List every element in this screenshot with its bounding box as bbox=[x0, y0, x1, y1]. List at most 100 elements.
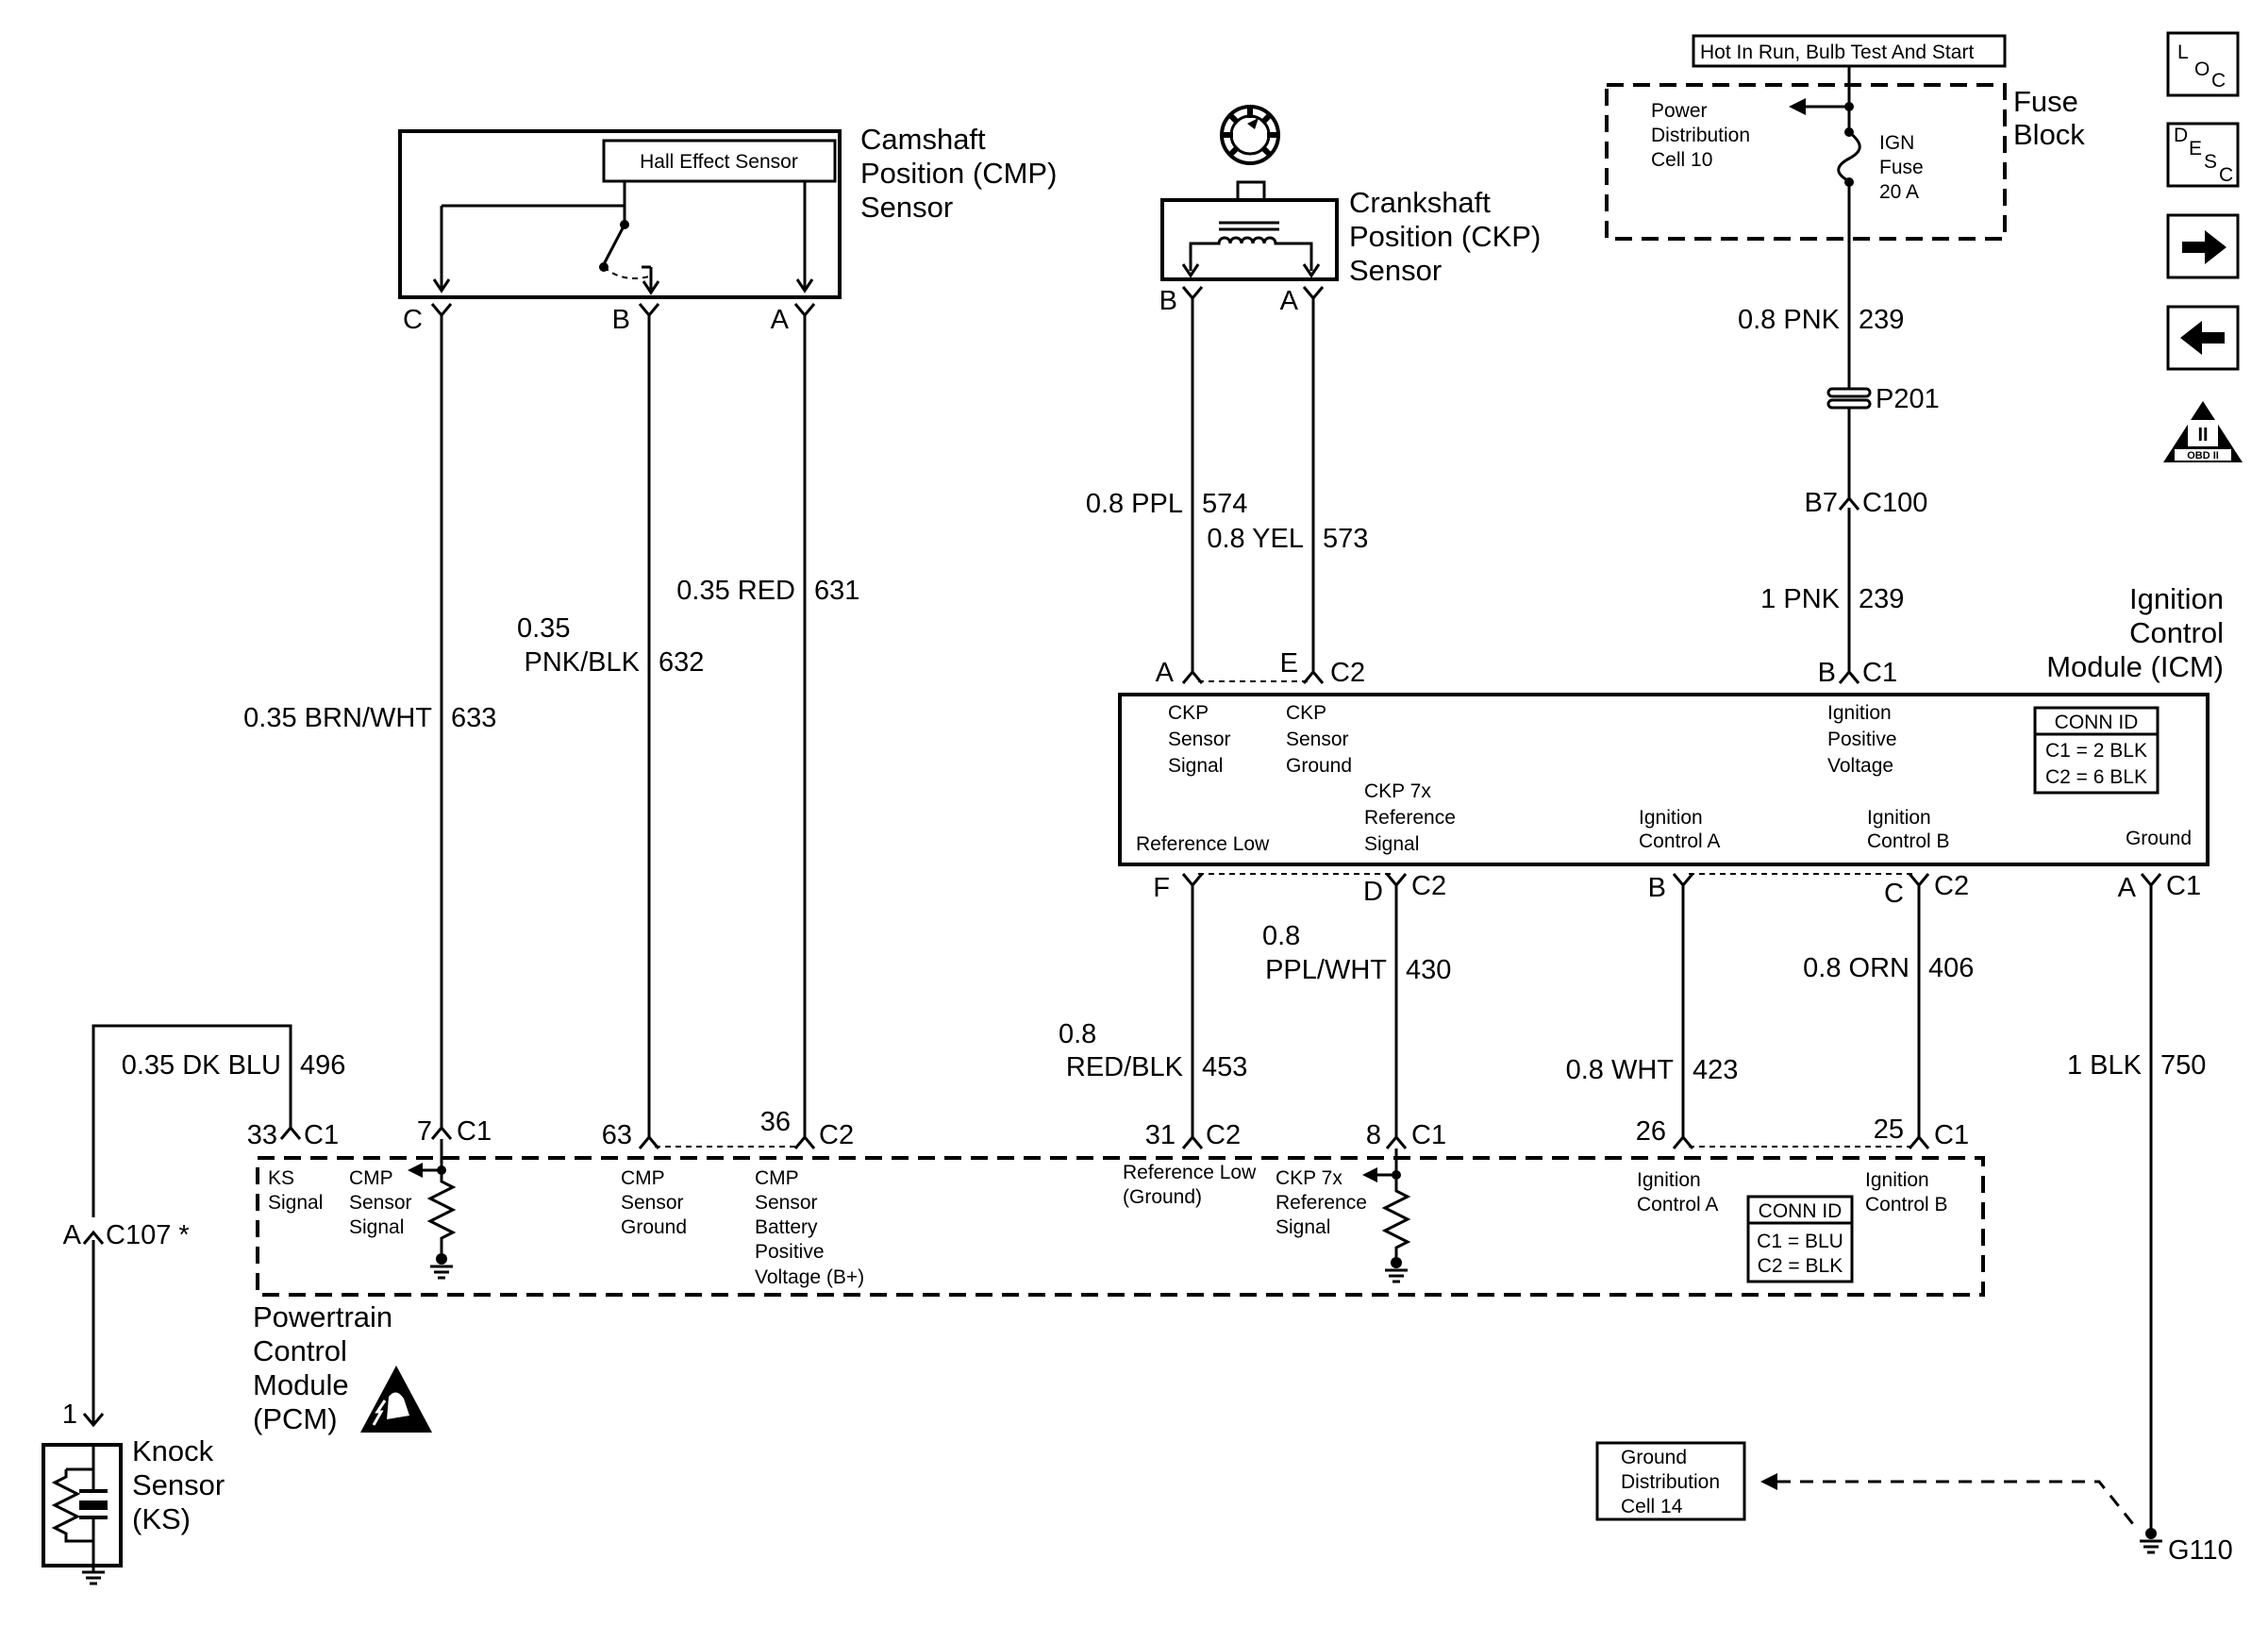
diagram-label: C107 * bbox=[106, 1220, 190, 1250]
diagram-label: Ground bbox=[2126, 828, 2192, 849]
reluctor-wheel-icon bbox=[1220, 105, 1280, 165]
diagram-label: PNK/BLK bbox=[525, 647, 641, 678]
diagram-label: Signal bbox=[1276, 1216, 1330, 1238]
wire-631-circuit: 631 bbox=[814, 576, 859, 606]
diagram-label: O bbox=[2194, 59, 2210, 80]
wire-406-circuit: 406 bbox=[1928, 953, 1974, 983]
power-distribution-ref[interactable]: Power Distribution Cell 10 bbox=[1651, 100, 1750, 171]
diagram-label: Distribution bbox=[1651, 125, 1750, 146]
cmp-pin-a: A bbox=[771, 303, 816, 335]
diagram-label: 8 bbox=[1366, 1120, 1381, 1150]
wire-430-circuit: 430 bbox=[1406, 955, 1451, 985]
diagram-label: Hot In Run, Bulb Test And Start bbox=[1700, 42, 1974, 63]
diagram-label: 25 bbox=[1874, 1115, 1904, 1145]
diagram-label: CMP bbox=[349, 1167, 393, 1189]
diagram-label: D bbox=[2174, 125, 2188, 146]
diagram-label: C2 = BLK bbox=[1758, 1255, 1843, 1277]
diagram-label: Module bbox=[253, 1368, 349, 1401]
diagram-label: C1 = 2 BLK bbox=[2045, 740, 2147, 762]
diagram-label: Sensor bbox=[860, 191, 953, 224]
diagram-label: 33 bbox=[247, 1120, 277, 1150]
wire-453-circuit: 453 bbox=[1202, 1052, 1247, 1082]
diagram-label: 7 bbox=[417, 1116, 432, 1147]
diagram-label: C2 bbox=[819, 1120, 854, 1150]
wire-496-gauge: 0.35 DK BLU bbox=[122, 1050, 281, 1081]
diagram-label: L bbox=[2177, 42, 2189, 63]
diagram-label: Control A bbox=[1637, 1194, 1718, 1215]
diagram-label: 20 A bbox=[1879, 181, 1919, 203]
esd-sensitive-icon bbox=[360, 1366, 432, 1433]
desc-button[interactable]: D E S C bbox=[2166, 122, 2240, 188]
diagram-label: OBD II bbox=[2187, 450, 2219, 461]
diagram-label: Signal bbox=[268, 1192, 323, 1214]
ground-distribution-ref[interactable]: Ground Distribution Cell 14 bbox=[1595, 1441, 1746, 1521]
wire-632-circuit: 632 bbox=[659, 647, 704, 678]
diagram-label: CMP bbox=[621, 1167, 665, 1189]
next-page-button[interactable] bbox=[2166, 213, 2240, 279]
diagram-label: Position (CKP) bbox=[1349, 220, 1541, 253]
diagram-label: Sensor bbox=[132, 1468, 225, 1501]
diagram-label: Signal bbox=[349, 1216, 404, 1238]
diagram-label: E bbox=[1280, 648, 1298, 679]
wire-430-gauge: 0.8 bbox=[1262, 921, 1300, 951]
ground-icon bbox=[2140, 1539, 2162, 1554]
diagram-label: A bbox=[771, 305, 790, 335]
diagram-label: D bbox=[1363, 877, 1383, 907]
diagram-label: Sensor bbox=[1349, 254, 1442, 287]
desc-icon: D E S C bbox=[2174, 125, 2233, 186]
wire-239-icm-gauge: 1 PNK bbox=[1760, 584, 1840, 614]
diagram-label: C2 bbox=[1411, 871, 1446, 901]
diagram-label: Ignition bbox=[1827, 702, 1892, 724]
diagram-label: C bbox=[2211, 70, 2226, 92]
diagram-label: Distribution bbox=[1621, 1471, 1720, 1493]
diagram-label: Cell 10 bbox=[1651, 149, 1712, 171]
diagram-label: Ignition bbox=[1637, 1169, 1701, 1191]
diagram-label: 26 bbox=[1636, 1116, 1666, 1147]
diagram-label: B7 bbox=[1805, 488, 1838, 518]
diagram-label: C2 bbox=[1206, 1120, 1241, 1150]
diagram-label: Reference bbox=[1364, 807, 1456, 829]
diagram-label: (PCM) bbox=[253, 1402, 338, 1435]
diagram-label: Sensor bbox=[1286, 729, 1349, 750]
diagram-label: Control bbox=[2129, 616, 2224, 649]
diagram-label: C100 bbox=[1862, 488, 1927, 518]
diagram-label: Reference Low bbox=[1123, 1162, 1257, 1183]
ks-pin: 1 bbox=[62, 1400, 77, 1430]
connector-c100: B7 C100 bbox=[1805, 488, 1928, 518]
diagram-label: Fuse bbox=[1879, 157, 1924, 178]
diagram-label: Control A bbox=[1639, 830, 1720, 852]
diagram-label: 36 bbox=[760, 1107, 791, 1137]
obd-ii-icon: II OBD II bbox=[2163, 401, 2243, 462]
diagram-label: Block bbox=[2013, 118, 2085, 151]
icm-module: A E C2 B C1 Ignition Control Module (ICM… bbox=[1118, 582, 2224, 909]
arrow-left-icon bbox=[2180, 321, 2225, 355]
knock-sensor: Knock Sensor (KS) bbox=[42, 1434, 225, 1585]
diagram-label: 31 bbox=[1145, 1120, 1176, 1150]
loc-button[interactable]: L O C bbox=[2166, 31, 2240, 97]
wire-406-gauge: 0.8 ORN bbox=[1803, 953, 1909, 983]
wire-496-circuit: 496 bbox=[300, 1050, 345, 1081]
previous-page-button[interactable] bbox=[2166, 305, 2240, 371]
diagram-label: Cell 14 bbox=[1621, 1496, 1683, 1517]
arrow-right-icon bbox=[2182, 230, 2226, 264]
obd-ii-badge[interactable]: II OBD II bbox=[2163, 401, 2243, 462]
fuse-block-title: Fuse bbox=[2013, 85, 2078, 118]
diagram-label: Sensor bbox=[1168, 729, 1231, 750]
diagram-label: CKP 7x bbox=[1276, 1167, 1342, 1189]
diagram-label: CKP 7x bbox=[1364, 780, 1431, 802]
diagram-label: Sensor bbox=[621, 1192, 684, 1214]
diagram-label: C1 bbox=[2166, 871, 2201, 901]
cmp-pin-b: B bbox=[612, 303, 660, 335]
diagram-label: Ignition bbox=[1639, 807, 1703, 829]
hot-in-run-label: Hot In Run, Bulb Test And Start bbox=[1692, 34, 2007, 68]
diagram-label: A bbox=[1280, 286, 1299, 316]
connector-c107: A C107 * bbox=[63, 1220, 190, 1250]
diagram-label: Ground bbox=[621, 1216, 687, 1238]
diagram-label: Signal bbox=[1168, 755, 1223, 777]
diagram-label: IGN bbox=[1879, 132, 1914, 154]
wire-633-circuit: 633 bbox=[451, 703, 496, 733]
diagram-label: Positive bbox=[755, 1241, 825, 1263]
ckp-sensor: Crankshaft Position (CKP) Sensor bbox=[1160, 105, 1541, 287]
diagram-label: Reference Low bbox=[1136, 833, 1270, 855]
wire-631-gauge: 0.35 RED bbox=[676, 576, 795, 606]
